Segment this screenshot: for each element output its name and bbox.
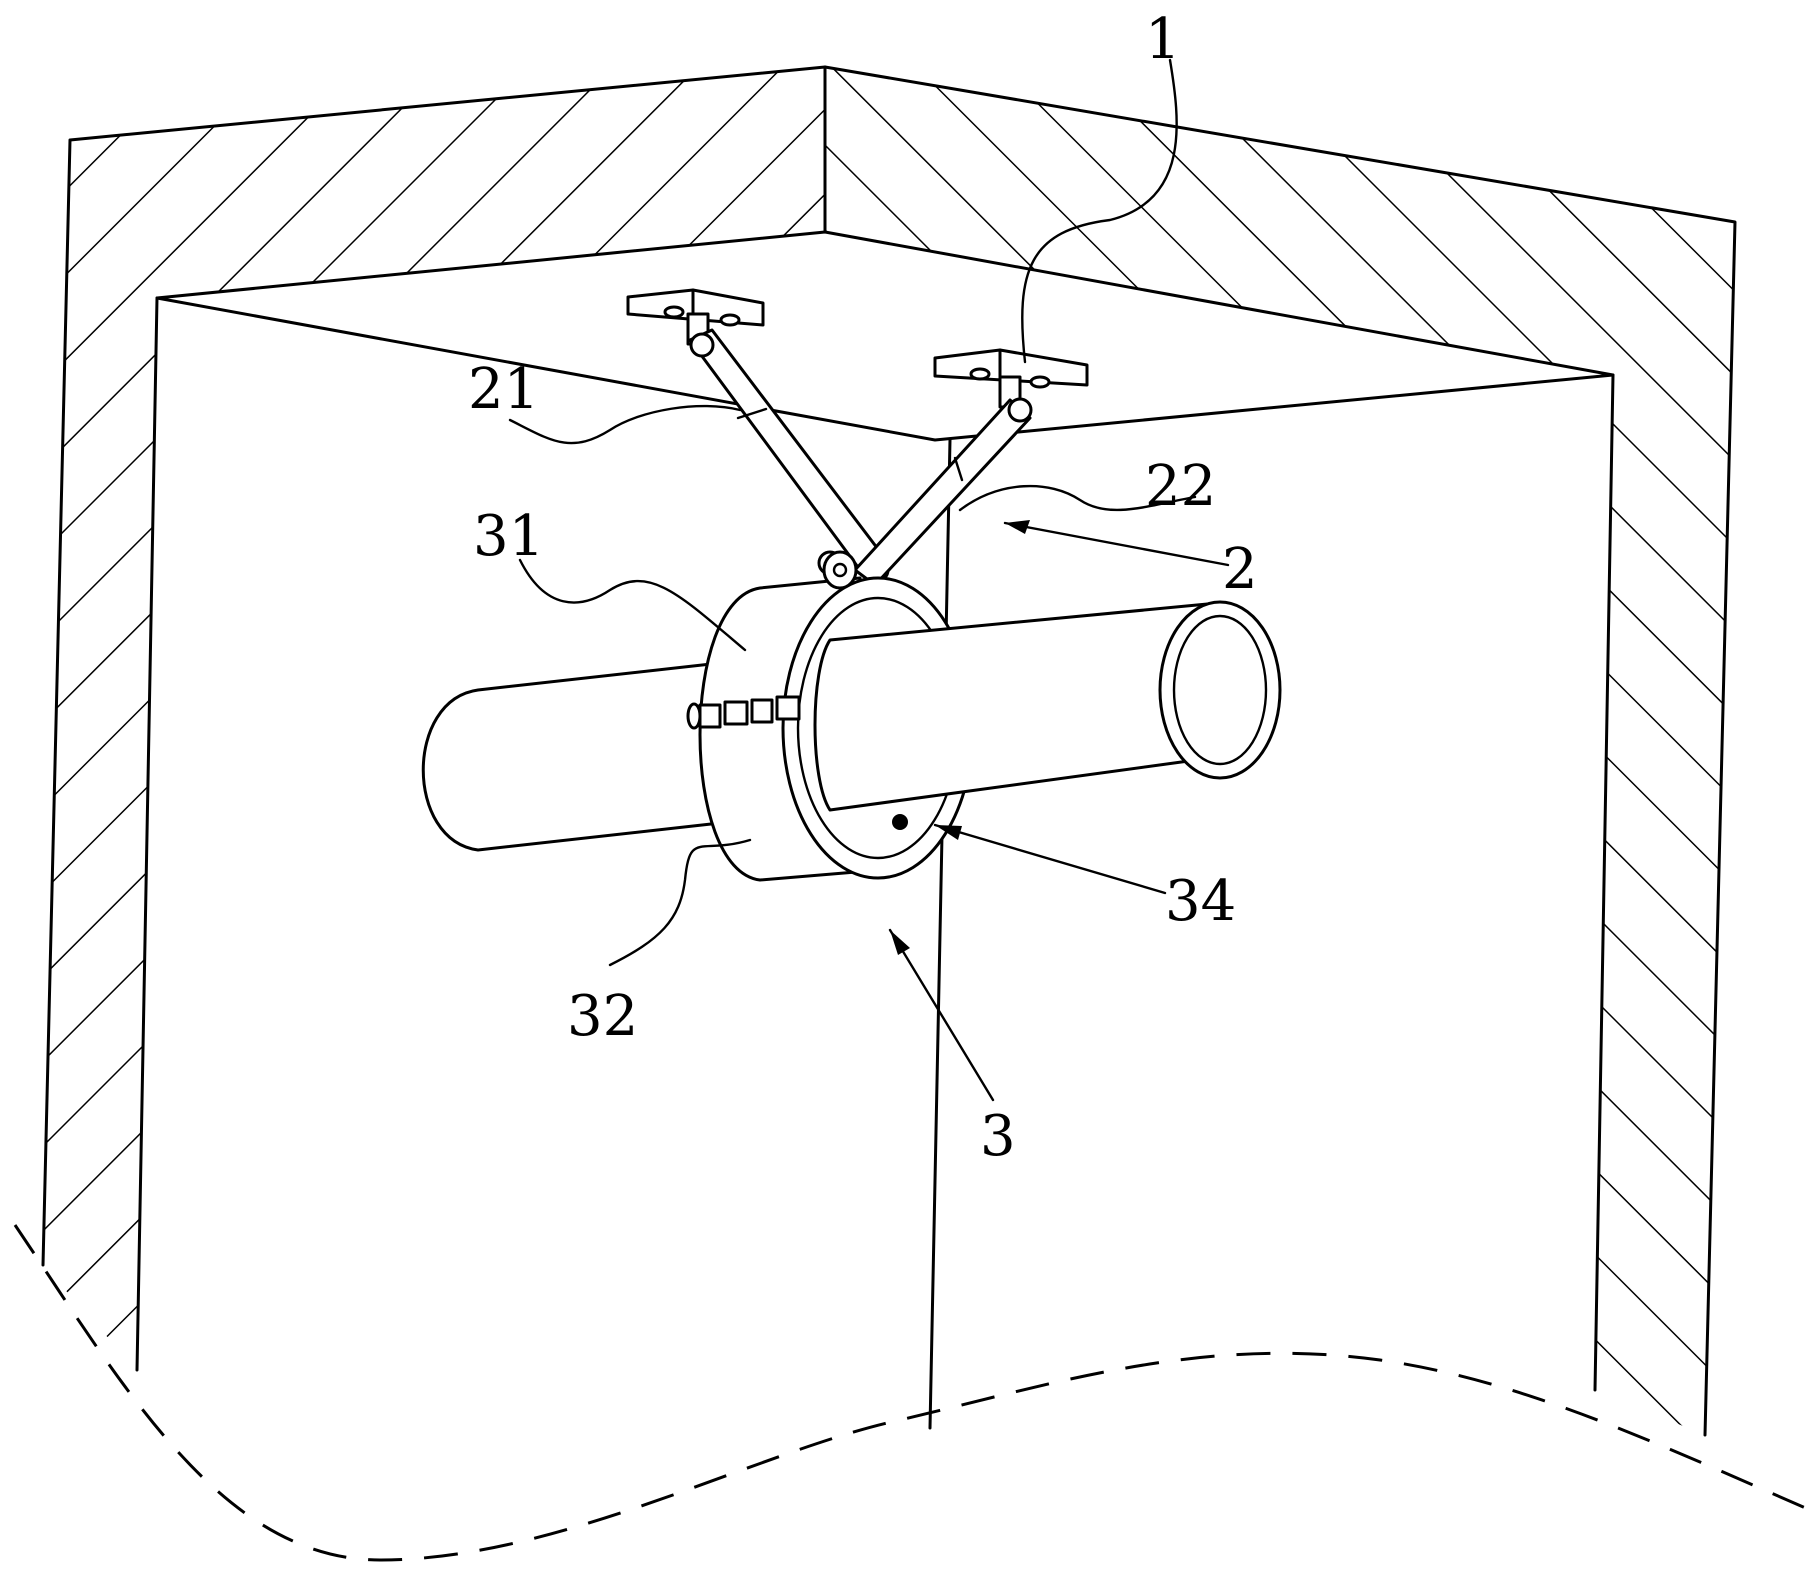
wall-outline <box>41 65 1737 1437</box>
pipe-front <box>813 600 1282 812</box>
ceiling-mount-right <box>933 348 1089 409</box>
label-31: 31 <box>473 504 544 569</box>
label-32: 32 <box>567 984 638 1049</box>
pipe-back <box>421 661 722 852</box>
label-3: 3 <box>980 1104 1016 1169</box>
label-2: 2 <box>1222 537 1258 602</box>
label-22: 22 <box>1145 454 1216 519</box>
label-1: 1 <box>1145 7 1181 72</box>
clamp-bolts <box>686 695 801 730</box>
leader-lines <box>508 58 1230 1102</box>
ceiling-mount-left <box>626 288 765 346</box>
label-34: 34 <box>1165 869 1236 934</box>
label-21: 21 <box>468 357 539 422</box>
break-line <box>13 1224 1811 1562</box>
support-rod-21 <box>688 328 892 583</box>
pin-34 <box>892 814 908 830</box>
